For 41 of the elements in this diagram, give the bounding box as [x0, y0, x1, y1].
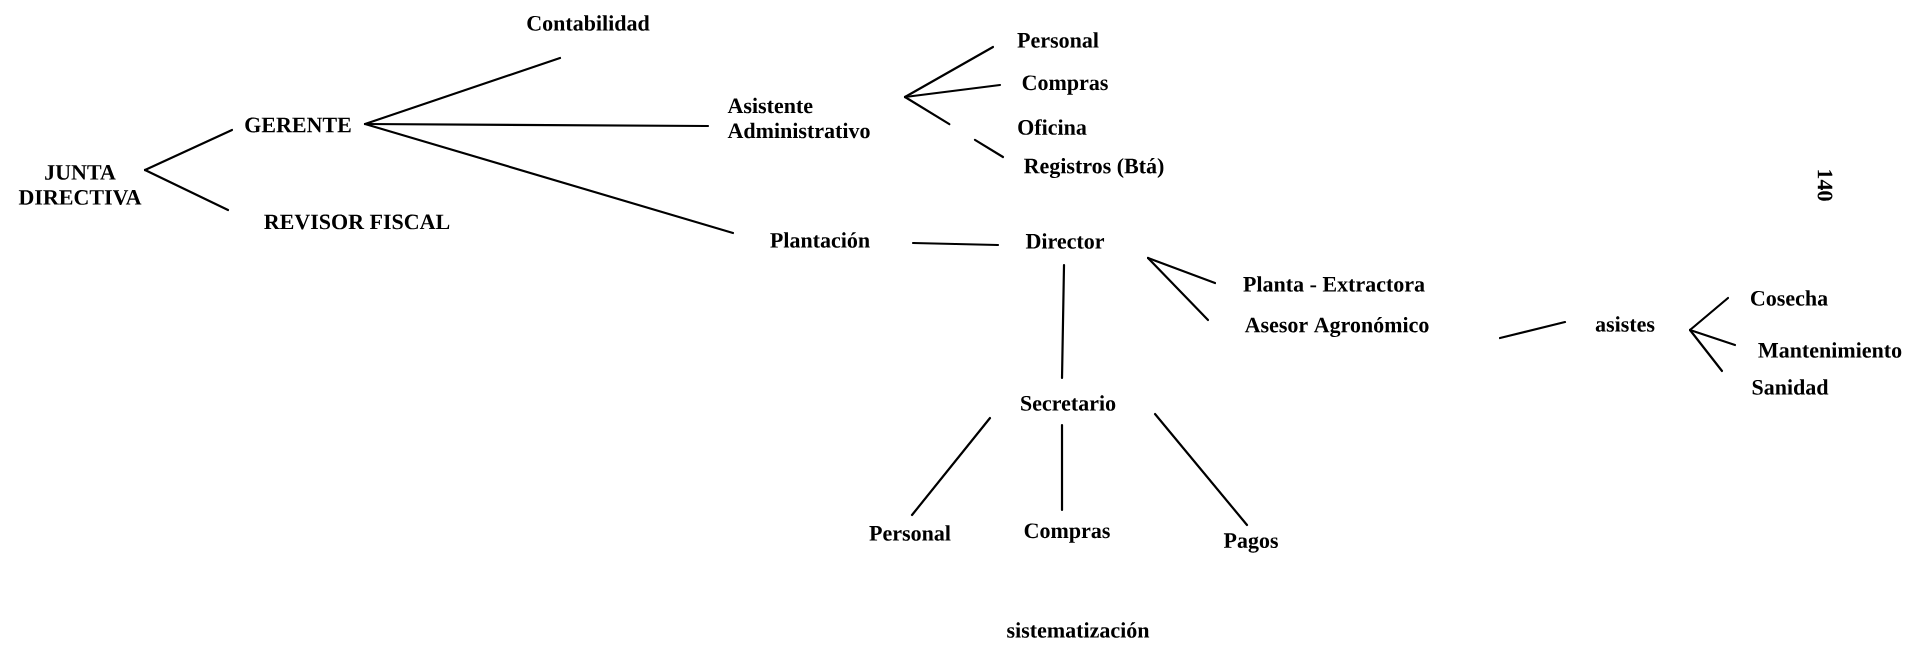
connector-line [910, 416, 992, 517]
page-number: 140 [1817, 170, 1833, 201]
org-label: Sanidad [1752, 379, 1829, 395]
org-label: Secretario [1021, 395, 1116, 411]
connector-line [903, 45, 995, 99]
org-label: Personal [1017, 32, 1099, 48]
connector-line [363, 56, 562, 126]
connector-line [911, 241, 1000, 247]
org-label: Oficina [1018, 119, 1087, 135]
org-label: REVISOR FISCAL [264, 214, 450, 230]
org-label: Compras [1022, 75, 1108, 95]
connector-line [1498, 320, 1567, 340]
org-label: Personal [869, 525, 951, 541]
connector-line [1688, 296, 1730, 332]
org-label: JUNTA DIRECTIVA [18, 165, 142, 205]
org-label: Director [1025, 233, 1105, 249]
connector-line [363, 122, 735, 235]
connector-line [1153, 412, 1249, 527]
org-label: GERENTE [245, 117, 351, 133]
org-label: Asistente Administrativo [727, 97, 870, 139]
org-label: Cosecha [1751, 290, 1828, 306]
org-label: Pagos [1223, 533, 1278, 553]
connector-line [1146, 256, 1210, 322]
org-label: Registros (Btá) [1024, 157, 1164, 179]
connector-line [1060, 423, 1064, 512]
org-label: Plantación [770, 232, 870, 248]
org-label: Asesor Agronómico [1244, 316, 1429, 338]
caption-text: sistematización [1007, 622, 1150, 638]
connector-line [1688, 328, 1737, 347]
connector-line [1688, 328, 1724, 373]
connector-line [903, 83, 1002, 99]
org-label: Contabilidad [527, 15, 650, 31]
org-label: Planta - Extractora [1243, 276, 1425, 292]
org-label: Mantenimiento [1758, 342, 1902, 358]
connector-line [1060, 263, 1066, 380]
connector-line [143, 168, 230, 212]
connector-line [903, 95, 1005, 159]
org-label: asistes [1595, 316, 1655, 332]
connector-line [1146, 256, 1217, 285]
org-label: Compras [1024, 523, 1110, 543]
connector-line [143, 128, 234, 172]
